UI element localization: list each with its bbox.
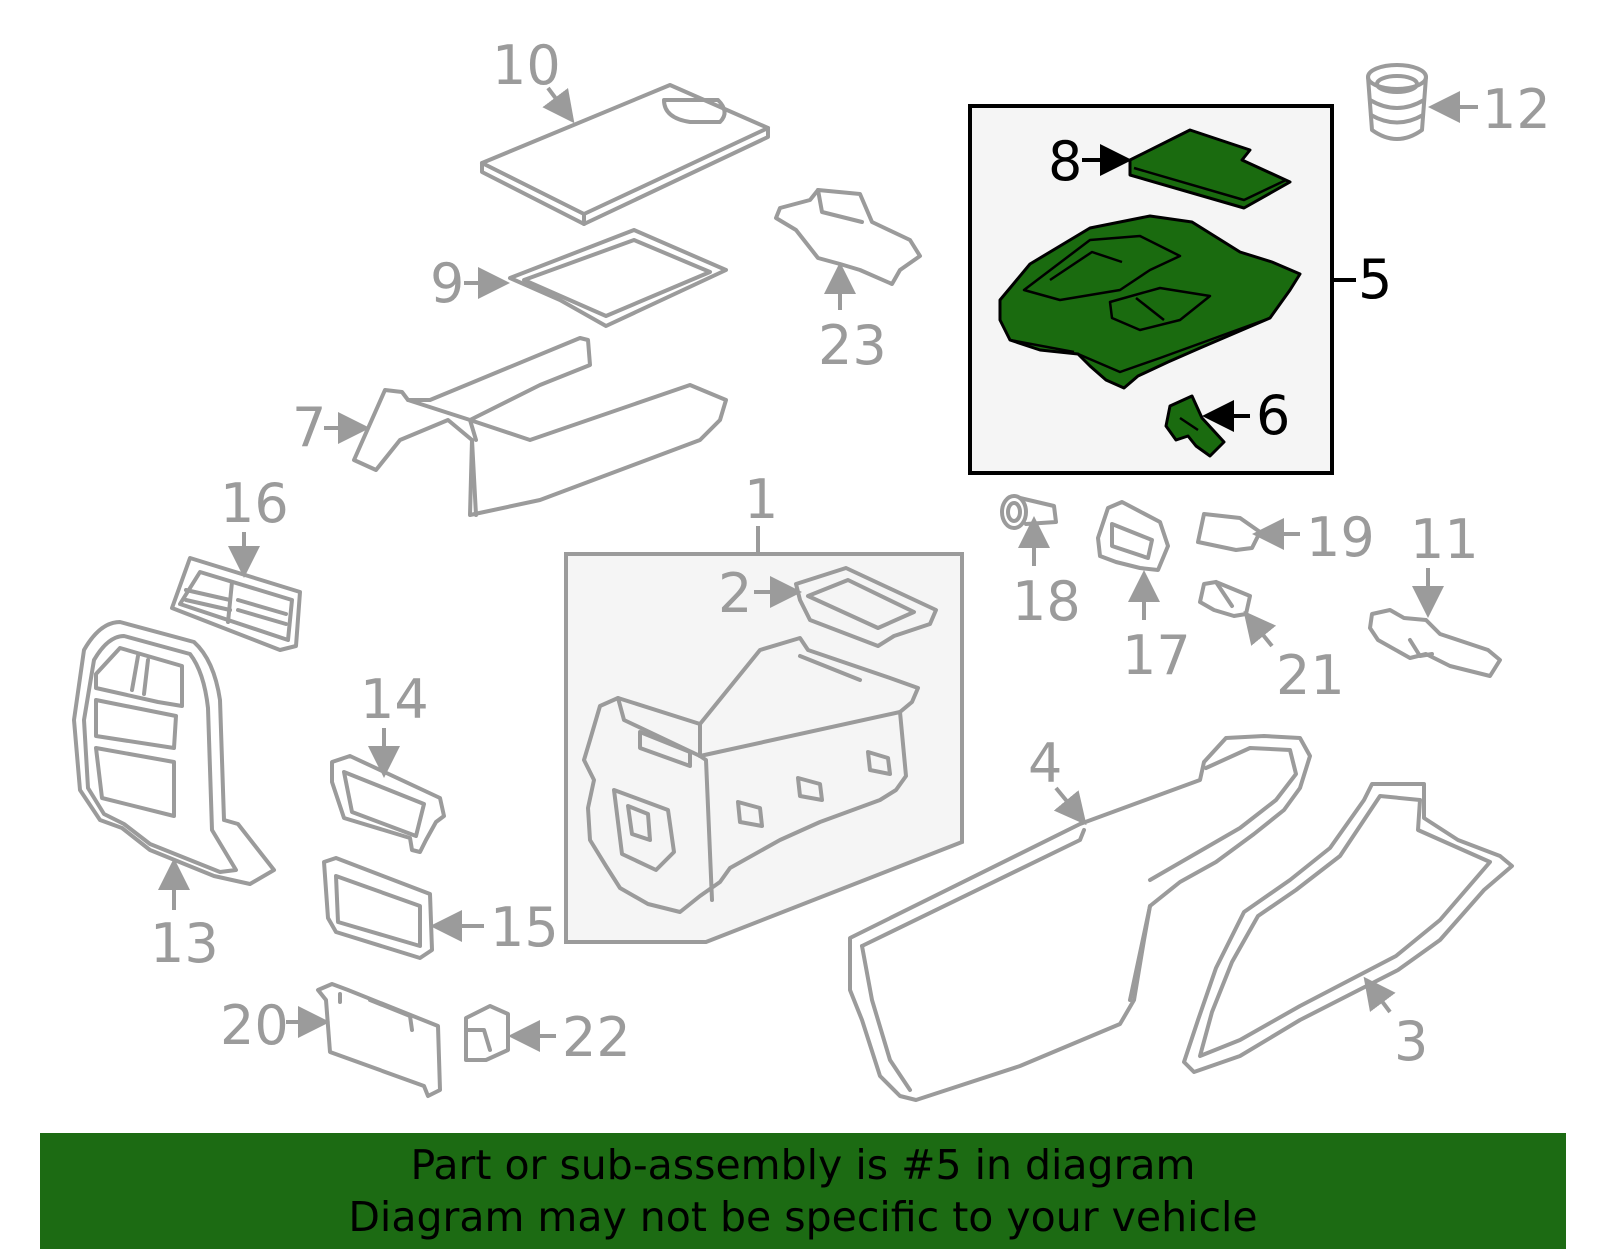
banner-line-1: Part or sub-assembly is #5 in diagram (410, 1141, 1196, 1189)
banner-line-2: Diagram may not be specific to your vehi… (348, 1193, 1258, 1241)
part-21-trim[interactable] (1198, 580, 1252, 618)
part-11-bracket[interactable] (1368, 608, 1502, 678)
leader-lines (158, 86, 1478, 1052)
part-3-right-side-panel[interactable] (1182, 782, 1514, 1074)
callout-23: 23 (818, 314, 887, 377)
callout-2: 2 (718, 562, 752, 625)
part-15-tray[interactable] (322, 856, 434, 960)
part-13-rear-panel[interactable] (72, 620, 276, 886)
callout-labels: 1 2 3 4 5 6 7 8 9 10 11 12 13 14 15 16 1… (150, 34, 1551, 1073)
part-20-module[interactable] (316, 982, 442, 1098)
part-17-switch[interactable] (1096, 500, 1170, 572)
callout-13: 13 (150, 912, 219, 975)
callout-5: 5 (1358, 248, 1392, 311)
part-23-bracket[interactable] (774, 188, 922, 286)
part-5-console-top[interactable] (998, 214, 1302, 390)
callout-20: 20 (220, 994, 289, 1057)
callout-19: 19 (1306, 506, 1375, 569)
part-1-assembly-box (564, 552, 964, 944)
part-12-cupholder-ring[interactable] (1366, 63, 1428, 141)
callout-3: 3 (1394, 1010, 1428, 1073)
callout-22: 22 (562, 1006, 631, 1069)
part-22-block[interactable] (464, 1004, 510, 1062)
part-2-bezel[interactable] (794, 566, 938, 648)
part-9-lid-pad[interactable] (508, 228, 728, 328)
part-10-armrest-lid[interactable] (480, 83, 770, 226)
callout-15: 15 (490, 896, 559, 959)
callout-6: 6 (1256, 384, 1290, 447)
part-6-clip[interactable] (1164, 394, 1226, 458)
callout-7: 7 (292, 396, 326, 459)
callout-21: 21 (1276, 644, 1345, 707)
callout-9: 9 (430, 252, 464, 315)
part-7-armrest-base[interactable] (352, 336, 728, 517)
callout-1: 1 (744, 468, 778, 531)
callout-17: 17 (1122, 624, 1191, 687)
part-4-left-side-panel[interactable] (848, 734, 1312, 1102)
part-8-mat[interactable] (1128, 128, 1292, 210)
callout-12: 12 (1482, 78, 1551, 141)
callout-11: 11 (1410, 508, 1479, 571)
part-1-console-body[interactable] (582, 636, 920, 914)
info-banner: Part or sub-assembly is #5 in diagram Di… (40, 1133, 1566, 1249)
callout-14: 14 (360, 668, 429, 731)
part-19-trim[interactable] (1196, 512, 1262, 552)
callout-16: 16 (220, 472, 289, 535)
callout-8: 8 (1048, 130, 1082, 193)
leader-lines-highlight (1082, 144, 1356, 432)
callout-10: 10 (492, 34, 561, 97)
part-16-rear-vent[interactable] (170, 556, 302, 652)
part-14-bezel[interactable] (330, 754, 446, 854)
callout-18: 18 (1012, 570, 1081, 633)
part-18-grommet[interactable] (1000, 494, 1058, 530)
callout-4: 4 (1028, 732, 1062, 795)
